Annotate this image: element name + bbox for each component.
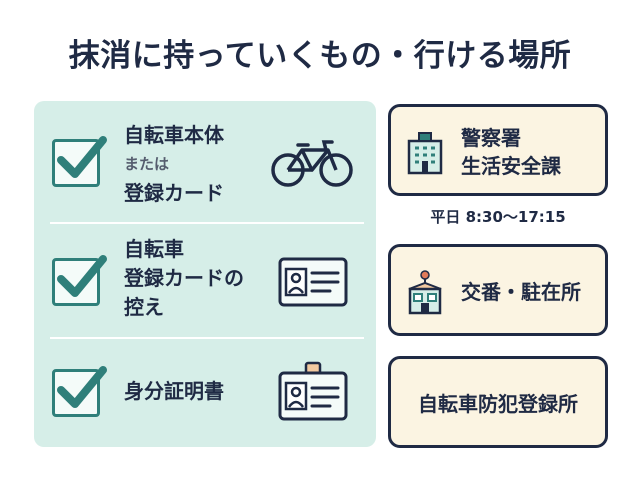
item-line: 自転車本体 [124, 123, 224, 147]
item-text: 自転車 登録カードの 控え [124, 235, 244, 322]
registration-card-icon [278, 257, 348, 307]
place-name: 交番・駐在所 [461, 280, 581, 304]
place-name: 警察署 生活安全課 [461, 124, 561, 180]
page-title: 抹消に持っていくもの・行ける場所 [68, 38, 572, 74]
checkbox-checked [52, 136, 107, 187]
item-text: 自転車本体 または 登録カード [124, 121, 224, 208]
list-item: 身分証明書 [34, 339, 376, 447]
check-icon [57, 255, 107, 297]
office-hours: 平日 8:30〜17:15 [430, 208, 566, 226]
place-registration-office: 自転車防犯登録所 [388, 356, 608, 448]
item-line-small: または [124, 155, 170, 173]
list-item: 自転車本体 または 登録カード [34, 101, 376, 221]
place-police-box: 交番・駐在所 [388, 244, 608, 336]
item-line: 登録カード [124, 181, 224, 205]
police-building-icon [407, 132, 443, 175]
place-name: 自転車防犯登録所 [418, 392, 578, 416]
check-icon [57, 366, 107, 408]
item-line: 身分証明書 [124, 379, 224, 403]
item-line: 登録カードの [124, 266, 244, 290]
place-line: 警察署 [461, 126, 521, 150]
place-line: 生活安全課 [461, 154, 561, 178]
item-line: 控え [124, 295, 164, 319]
check-icon [57, 136, 107, 178]
bicycle-icon [271, 140, 353, 187]
divider [50, 222, 364, 224]
list-item: 自転車 登録カードの 控え [34, 224, 376, 336]
place-police-station: 警察署 生活安全課 [388, 104, 608, 196]
id-badge-icon [278, 361, 348, 421]
item-text: 身分証明書 [124, 377, 224, 406]
police-box-icon [408, 270, 442, 315]
checkbox-checked [52, 255, 107, 306]
items-panel: 自転車本体 または 登録カード 自転車 登録カードの 控え [34, 101, 376, 447]
divider [50, 337, 364, 339]
checkbox-checked [52, 366, 107, 417]
item-line: 自転車 [124, 237, 184, 261]
